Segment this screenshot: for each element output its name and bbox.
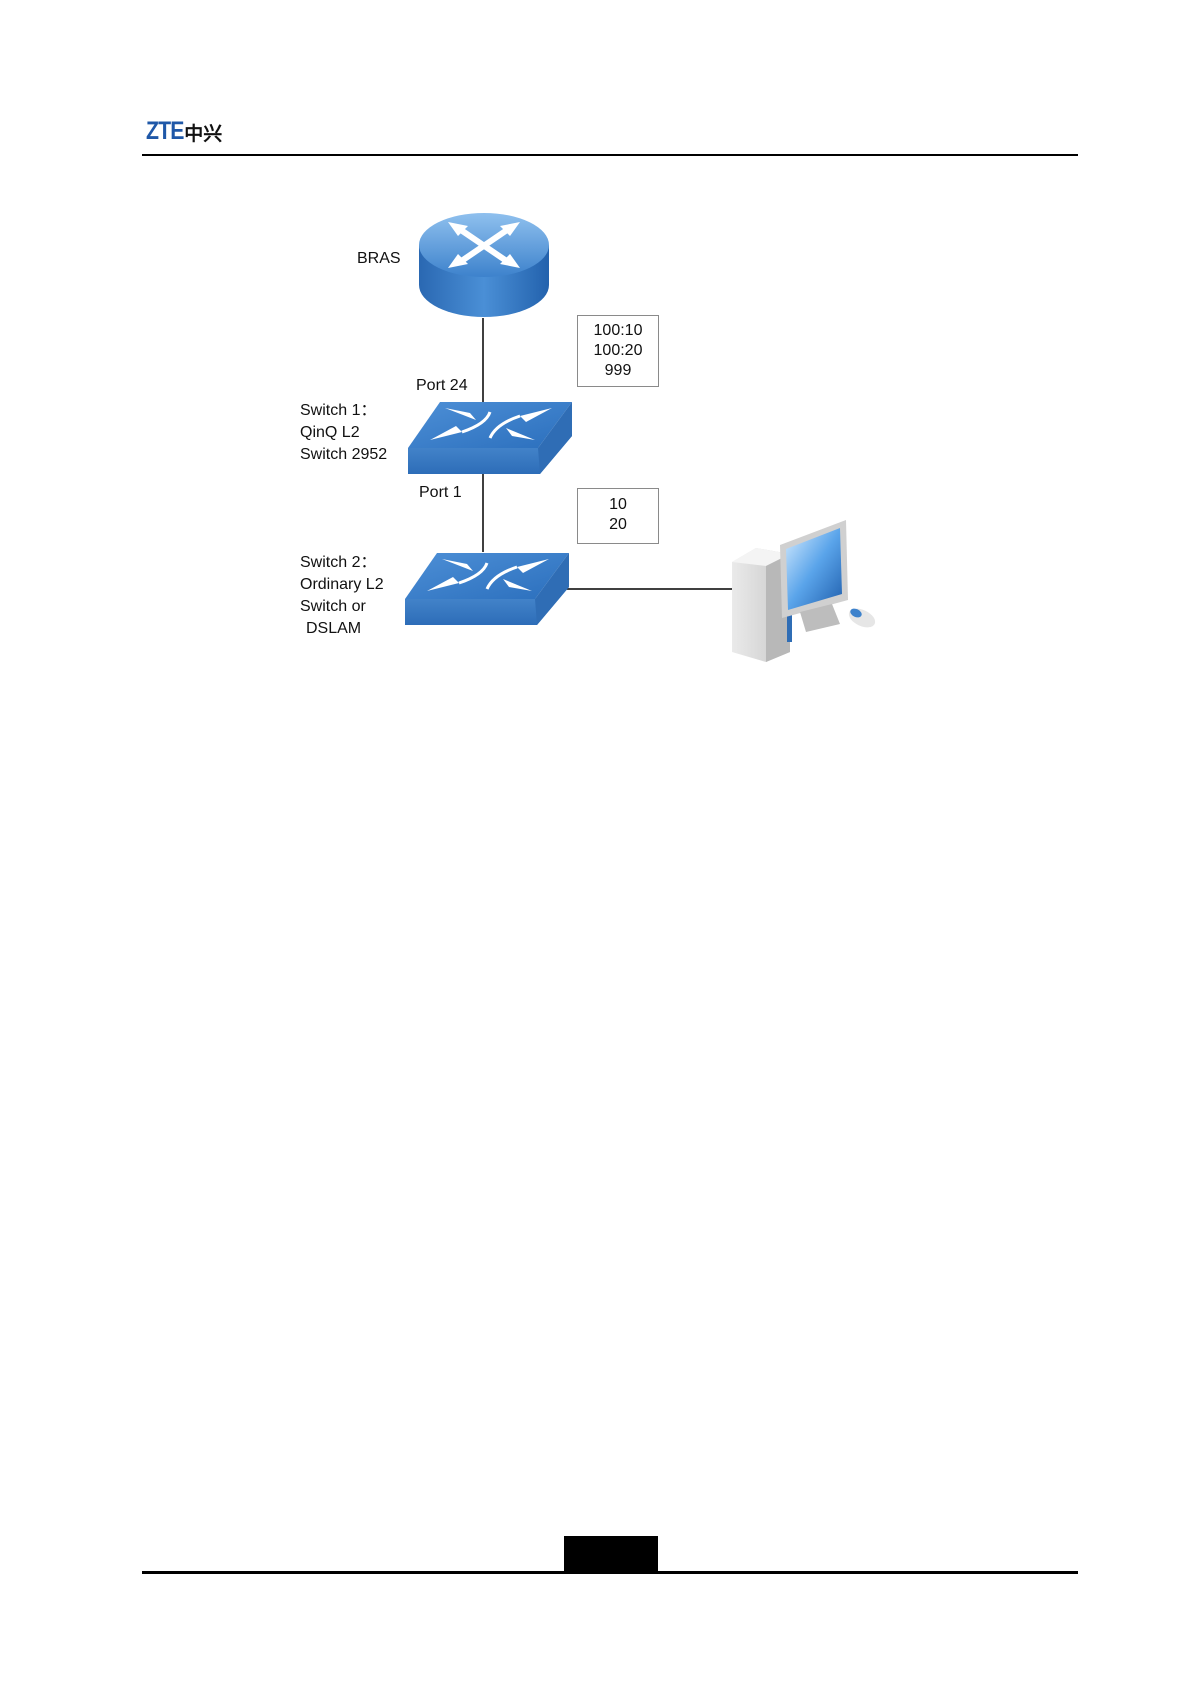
switch-icon (405, 553, 569, 625)
computer-icon (732, 520, 878, 662)
switch-2-line-4: DSLAM (300, 618, 384, 640)
vlan-lower-line-1: 10 (578, 495, 658, 515)
vlan-upper-line-2: 100:20 (578, 341, 658, 361)
page-number-tab (564, 1536, 658, 1572)
switch-2-line-1: Switch 2： (300, 552, 384, 574)
switch-1-label: Switch 1： QinQ L2 Switch 2952 (300, 400, 387, 466)
port-1-label: Port 1 (419, 482, 462, 503)
vlan-box-lower: 10 20 (577, 488, 659, 544)
bras-label: BRAS (357, 248, 401, 269)
footer-rule (142, 1571, 1078, 1574)
switch-2-label: Switch 2： Ordinary L2 Switch or DSLAM (300, 552, 384, 640)
switch-1-line-2: QinQ L2 (300, 422, 387, 444)
switch-1-line-1: Switch 1： (300, 400, 387, 422)
network-diagram: BRAS Port 24 Port 1 Switch 1： QinQ L2 Sw… (0, 0, 1191, 700)
vlan-lower-line-2: 20 (578, 515, 658, 535)
switch-1-line-3: Switch 2952 (300, 444, 387, 466)
vlan-upper-line-1: 100:10 (578, 321, 658, 341)
switch-2-line-2: Ordinary L2 (300, 574, 384, 596)
vlan-box-upper: 100:10 100:20 999 (577, 315, 659, 387)
vlan-upper-line-3: 999 (578, 361, 658, 381)
port-24-label: Port 24 (416, 375, 468, 396)
switch-2-line-3: Switch or (300, 596, 384, 618)
switch-icon (408, 402, 572, 474)
router-icon (419, 213, 549, 317)
